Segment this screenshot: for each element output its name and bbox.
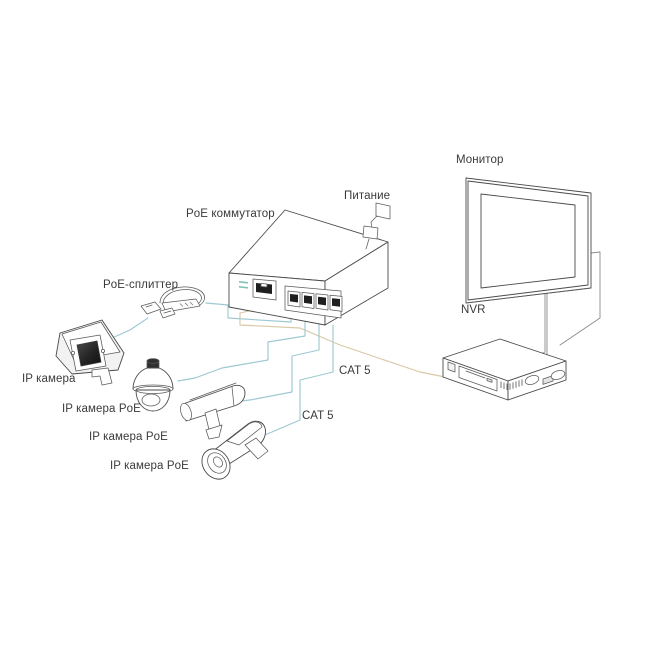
- switch-poe-ports[interactable]: [287, 290, 343, 312]
- splitter-cable-loop: [159, 286, 205, 307]
- splitter-indicators: [179, 301, 194, 307]
- bullet2-sunshade: [226, 421, 263, 446]
- nvr-label: NVR: [461, 304, 486, 316]
- camera-box-screw-left: [71, 351, 75, 355]
- camera-box-lens: [76, 340, 102, 367]
- power-connector-lead: [365, 238, 370, 250]
- cable-splitter-to-ip-camera: [111, 317, 149, 339]
- cable-switch-to-bullet-camera-1: [231, 321, 320, 403]
- splitter-rj45-connector: [140, 301, 162, 315]
- poe-splitter-label: PoE-сплиттер: [103, 279, 178, 291]
- switch-uplink-port-contact: [256, 283, 272, 294]
- nvr-button-power[interactable]: [524, 374, 540, 386]
- cable-switch-to-bullet-camera-2: [261, 324, 334, 437]
- poe-switch-device: [228, 209, 389, 326]
- monitor-device: [465, 177, 592, 304]
- monitor-lower-edge: [465, 287, 592, 304]
- splitter-cable-loop-inner: [162, 289, 202, 306]
- ip-camera-bullet-1-device: [180, 382, 246, 440]
- nvr-button-menu[interactable]: [550, 369, 566, 381]
- switch-uplink-port-clip: [260, 283, 268, 288]
- power-plug-head: [375, 202, 391, 220]
- power-adapter-device: [362, 202, 391, 250]
- nvr-drive-slot: [465, 370, 486, 379]
- power-label: Питание: [344, 190, 390, 202]
- nvr-led-grid: [500, 379, 523, 390]
- poe-switch-label: PoE коммутатор: [186, 208, 275, 220]
- cat5-label-cameras: CAT 5: [302, 410, 334, 422]
- splitter-dc-arrow: [163, 310, 172, 314]
- ip-camera-poe-label-1: IP камера PoE: [62, 403, 141, 415]
- monitor-screen: [480, 193, 576, 289]
- ip-camera-poe-label-2: IP камера PoE: [89, 431, 168, 443]
- ip-camera-box-device: [55, 319, 125, 386]
- bullet1-mount-base: [205, 424, 223, 440]
- camera-box-rear-edge: [117, 352, 125, 371]
- camera-box-mount-bracket: [91, 367, 113, 386]
- dome-camera-bubble-rim: [135, 386, 171, 394]
- dome-camera-cap-top: [146, 358, 160, 364]
- camera-box-screw-right: [101, 349, 105, 353]
- ip-camera-label: IP камера: [22, 373, 76, 385]
- bullet1-barrel: [182, 384, 246, 422]
- bullet1-rear-seam: [231, 386, 235, 407]
- power-dc-connector: [362, 225, 379, 240]
- nvr-button-panel[interactable]: [542, 375, 554, 385]
- bullet1-lens-cap: [180, 402, 192, 422]
- power-cable: [370, 215, 378, 229]
- monitor-label: Монитор: [456, 154, 504, 166]
- dome-camera-bubble: [135, 389, 171, 412]
- nvr-drive-eject-button[interactable]: [486, 377, 493, 383]
- nvr-side-port: [447, 361, 456, 373]
- dome-camera-lens-reflection: [141, 393, 161, 407]
- splitter-dc-output: [159, 307, 176, 319]
- ip-camera-bullet-2-device: [201, 420, 269, 480]
- splitter-rj45-clip: [145, 304, 153, 308]
- cable-switch-to-dome-camera: [177, 317, 306, 382]
- bullet2-mount-arm: [244, 437, 269, 460]
- cat5-label-nvr: CAT 5: [339, 365, 371, 377]
- switch-status-leds: [239, 281, 248, 289]
- bullet2-lens-mid: [207, 452, 227, 474]
- bullet2-lens-inner: [213, 456, 223, 468]
- ip-camera-dome-device: [132, 358, 174, 412]
- poe-splitter-device: [140, 286, 205, 319]
- bullet1-sunshade-edge: [189, 382, 237, 401]
- nvr-device: [442, 338, 567, 401]
- ip-camera-poe-label-3: IP камера PoE: [110, 460, 189, 472]
